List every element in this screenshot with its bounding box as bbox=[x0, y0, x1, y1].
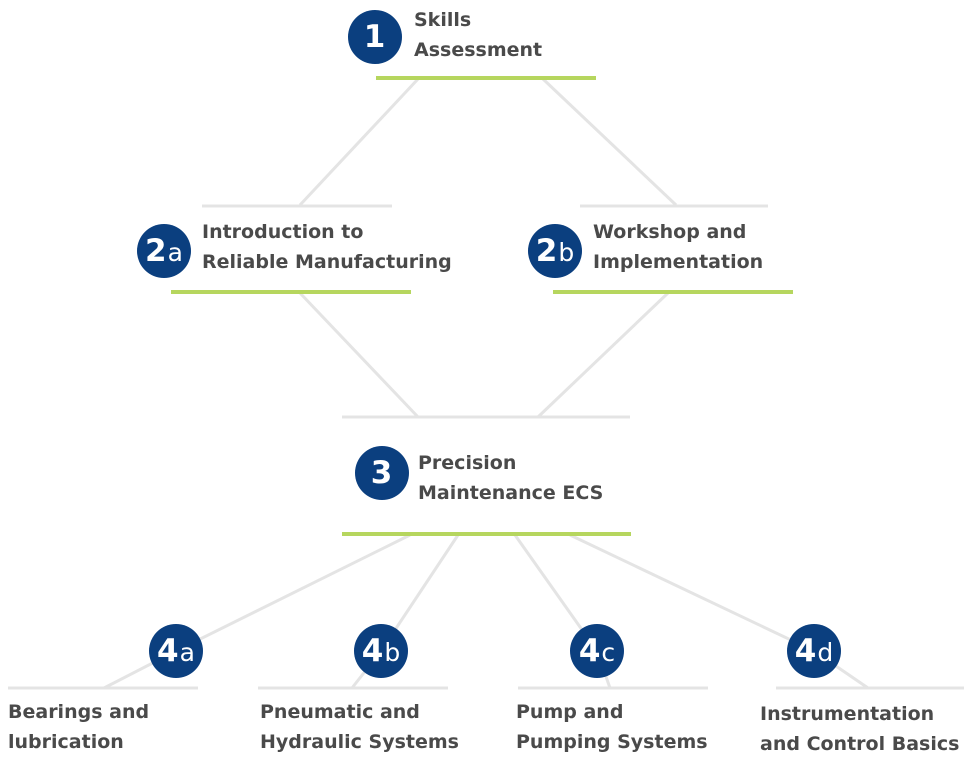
connector-1-to-2a bbox=[298, 77, 420, 207]
step-badge-number: 4 bbox=[157, 632, 179, 669]
step-badge-letter: a bbox=[167, 237, 183, 267]
step-badge-number: 1 bbox=[363, 18, 386, 55]
step-badge-3: 3 bbox=[355, 446, 409, 500]
step-badge-number: 4 bbox=[794, 632, 817, 669]
connector-1-to-2b bbox=[541, 77, 678, 207]
step-label-line: Pump and bbox=[516, 701, 624, 723]
step-badge-number: 2 bbox=[535, 232, 558, 269]
step-label-line: Pumping Systems bbox=[516, 731, 708, 753]
step-label-line: Skills bbox=[414, 9, 472, 31]
step-badge-number: 2 bbox=[145, 232, 167, 269]
connector-2b-to-3 bbox=[536, 291, 670, 419]
step-label-2a: Introduction to Reliable Manufacturing bbox=[202, 217, 452, 277]
step-label-line: Precision bbox=[418, 452, 517, 474]
step-label-line: and Control Basics bbox=[760, 733, 960, 755]
step-label-line: Hydraulic Systems bbox=[260, 731, 459, 753]
step-label-line: Introduction to bbox=[202, 221, 364, 243]
step-badge-4b: 4 b bbox=[354, 624, 408, 678]
step-badge-number: 4 bbox=[578, 632, 601, 669]
step-label-line: Instrumentation bbox=[760, 703, 935, 725]
step-badge-number: 3 bbox=[370, 454, 393, 491]
connector-3-to-4d bbox=[569, 533, 815, 653]
connector-3-to-4a bbox=[175, 533, 411, 653]
step-badge-2b: 2 b bbox=[528, 224, 582, 278]
step-badge-letter: b bbox=[558, 237, 575, 267]
step-label-line: lubrication bbox=[8, 731, 124, 753]
step-label-3: Precision Maintenance ECS bbox=[418, 448, 603, 508]
step-badge-number: 4 bbox=[361, 632, 384, 669]
step-label-line: Maintenance ECS bbox=[418, 482, 604, 504]
step-label-line: Pneumatic and bbox=[260, 701, 420, 723]
step-label-4d: Instrumentation and Control Basics bbox=[760, 699, 959, 759]
step-badge-1: 1 bbox=[348, 10, 402, 64]
step-label-line: Bearings and bbox=[8, 701, 150, 723]
step-label-2b: Workshop and Implementation bbox=[593, 217, 763, 277]
step-label-4c: Pump and Pumping Systems bbox=[516, 697, 708, 757]
step-label-line: Implementation bbox=[593, 251, 764, 273]
step-badge-letter: b bbox=[384, 637, 401, 667]
step-label-1: Skills Assessment bbox=[414, 5, 542, 65]
step-badge-4d: 4 d bbox=[787, 624, 841, 678]
step-label-4a: Bearings and lubrication bbox=[8, 697, 149, 757]
step-label-line: Assessment bbox=[414, 39, 543, 61]
step-badge-letter: c bbox=[601, 637, 616, 667]
connector-2a-to-3 bbox=[298, 291, 420, 419]
step-badge-4a: 4 a bbox=[149, 624, 203, 678]
step-badge-4c: 4 c bbox=[570, 624, 624, 678]
step-badge-2a: 2 a bbox=[137, 224, 191, 278]
step-label-4b: Pneumatic and Hydraulic Systems bbox=[260, 697, 459, 757]
step-label-line: Workshop and bbox=[593, 221, 747, 243]
step-badge-letter: d bbox=[817, 637, 834, 667]
step-badge-letter: a bbox=[179, 637, 195, 667]
step-label-line: Reliable Manufacturing bbox=[202, 251, 452, 273]
